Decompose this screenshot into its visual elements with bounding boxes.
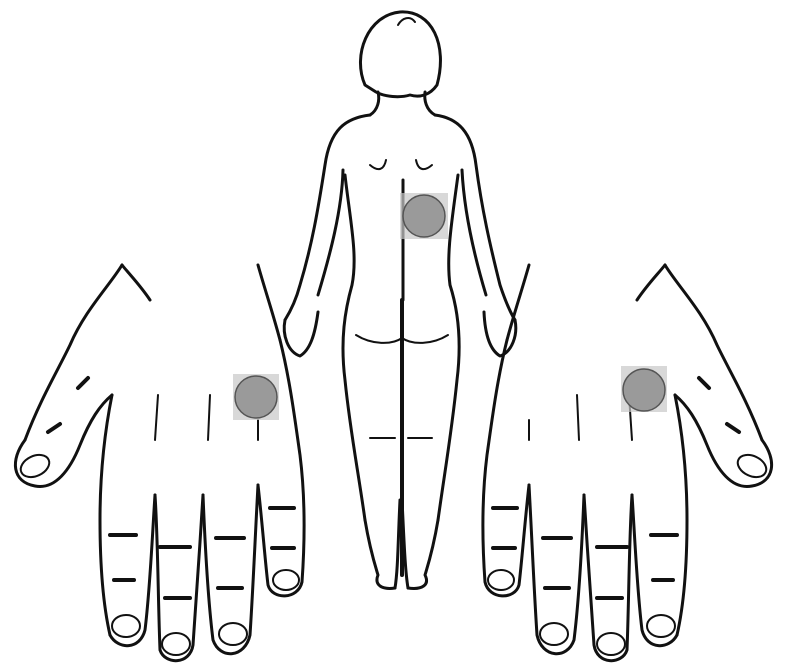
left-palm-point [233, 374, 279, 420]
left-hand [15, 265, 304, 661]
right-palm-point [621, 366, 667, 412]
right-hand [483, 265, 772, 661]
lower-back-point [400, 193, 448, 239]
